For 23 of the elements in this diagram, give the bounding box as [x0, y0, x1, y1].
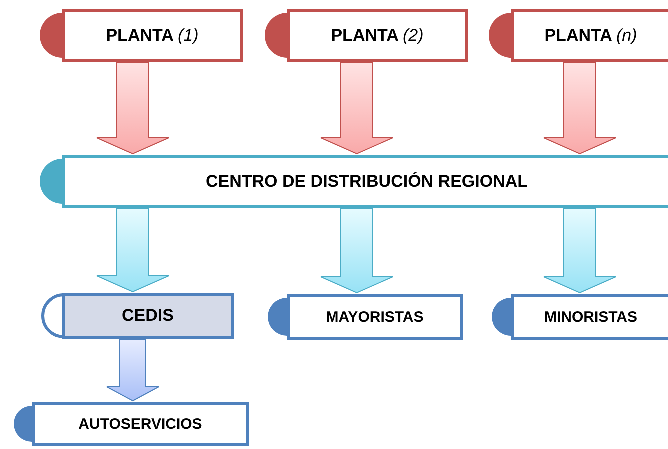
box-label: MINORISTAS	[544, 308, 638, 326]
process-box	[488, 9, 668, 62]
block-arrow	[544, 62, 616, 155]
process-box	[268, 294, 463, 340]
process-box	[40, 9, 243, 62]
box-label: AUTOSERVICIOS	[78, 416, 202, 432]
box-label: PLANTA (1)	[106, 26, 199, 46]
box-label: CEDIS	[122, 306, 174, 326]
box-label: MAYORISTAS	[326, 308, 424, 326]
process-box	[40, 155, 668, 208]
process-box	[14, 402, 249, 446]
block-arrow	[320, 208, 394, 294]
block-arrow	[96, 62, 170, 155]
box-label: CENTRO DE DISTRIBUCIÓN REGIONAL	[206, 172, 528, 192]
block-arrow	[320, 62, 394, 155]
block-arrow	[96, 208, 170, 293]
process-box	[43, 293, 234, 339]
box-label: PLANTA (n)	[544, 26, 638, 46]
process-box	[264, 9, 468, 62]
block-arrow	[544, 208, 616, 294]
box-label: PLANTA (2)	[331, 26, 424, 46]
block-arrow	[106, 340, 160, 402]
process-box	[492, 294, 668, 340]
